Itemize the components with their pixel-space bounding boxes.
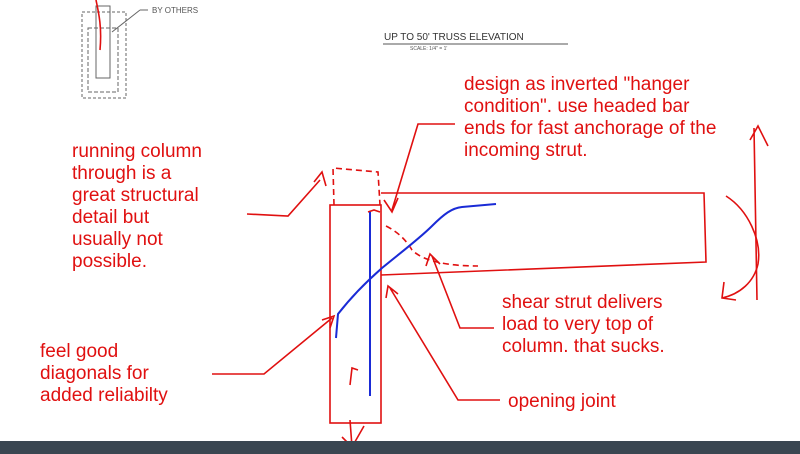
bottom-bar [0, 441, 800, 454]
running-column-note: running column through is a great struct… [72, 141, 202, 272]
extended-column-dashed [332, 167, 381, 206]
leader-running-column [246, 170, 327, 217]
right-curved-arrow [721, 195, 760, 301]
rebar [335, 203, 497, 396]
shear-strut-note: shear strut delivers load to very top of… [502, 292, 665, 357]
leader-opening-joint [385, 284, 500, 401]
detail-drawing [81, 0, 148, 99]
feel-good-diagonals-note: feel good diagonals for added reliabilty [40, 341, 168, 406]
drawing-scale: SCALE: 1/4" = 1' [410, 46, 448, 52]
leader-shear-strut [425, 252, 494, 329]
strut-dashed [385, 225, 479, 267]
diagonal-bar [335, 203, 497, 339]
opening-joint-note: opening joint [508, 391, 616, 412]
hanger-condition-note: design as inverted "hanger condition". u… [464, 74, 717, 161]
beam-outline [380, 192, 707, 276]
right-vertical-line [749, 124, 769, 301]
bar-hook [367, 209, 381, 213]
drawing-title: UP TO 50' TRUSS ELEVATION [384, 32, 524, 43]
column-outline [329, 204, 382, 424]
leaders [212, 123, 769, 401]
by-others-label: BY OTHERS [152, 6, 199, 15]
leader-hanger [383, 123, 455, 214]
structure-outline [329, 167, 707, 449]
leader-feel-good [212, 314, 336, 375]
bottom-arrow-top [349, 366, 359, 386]
